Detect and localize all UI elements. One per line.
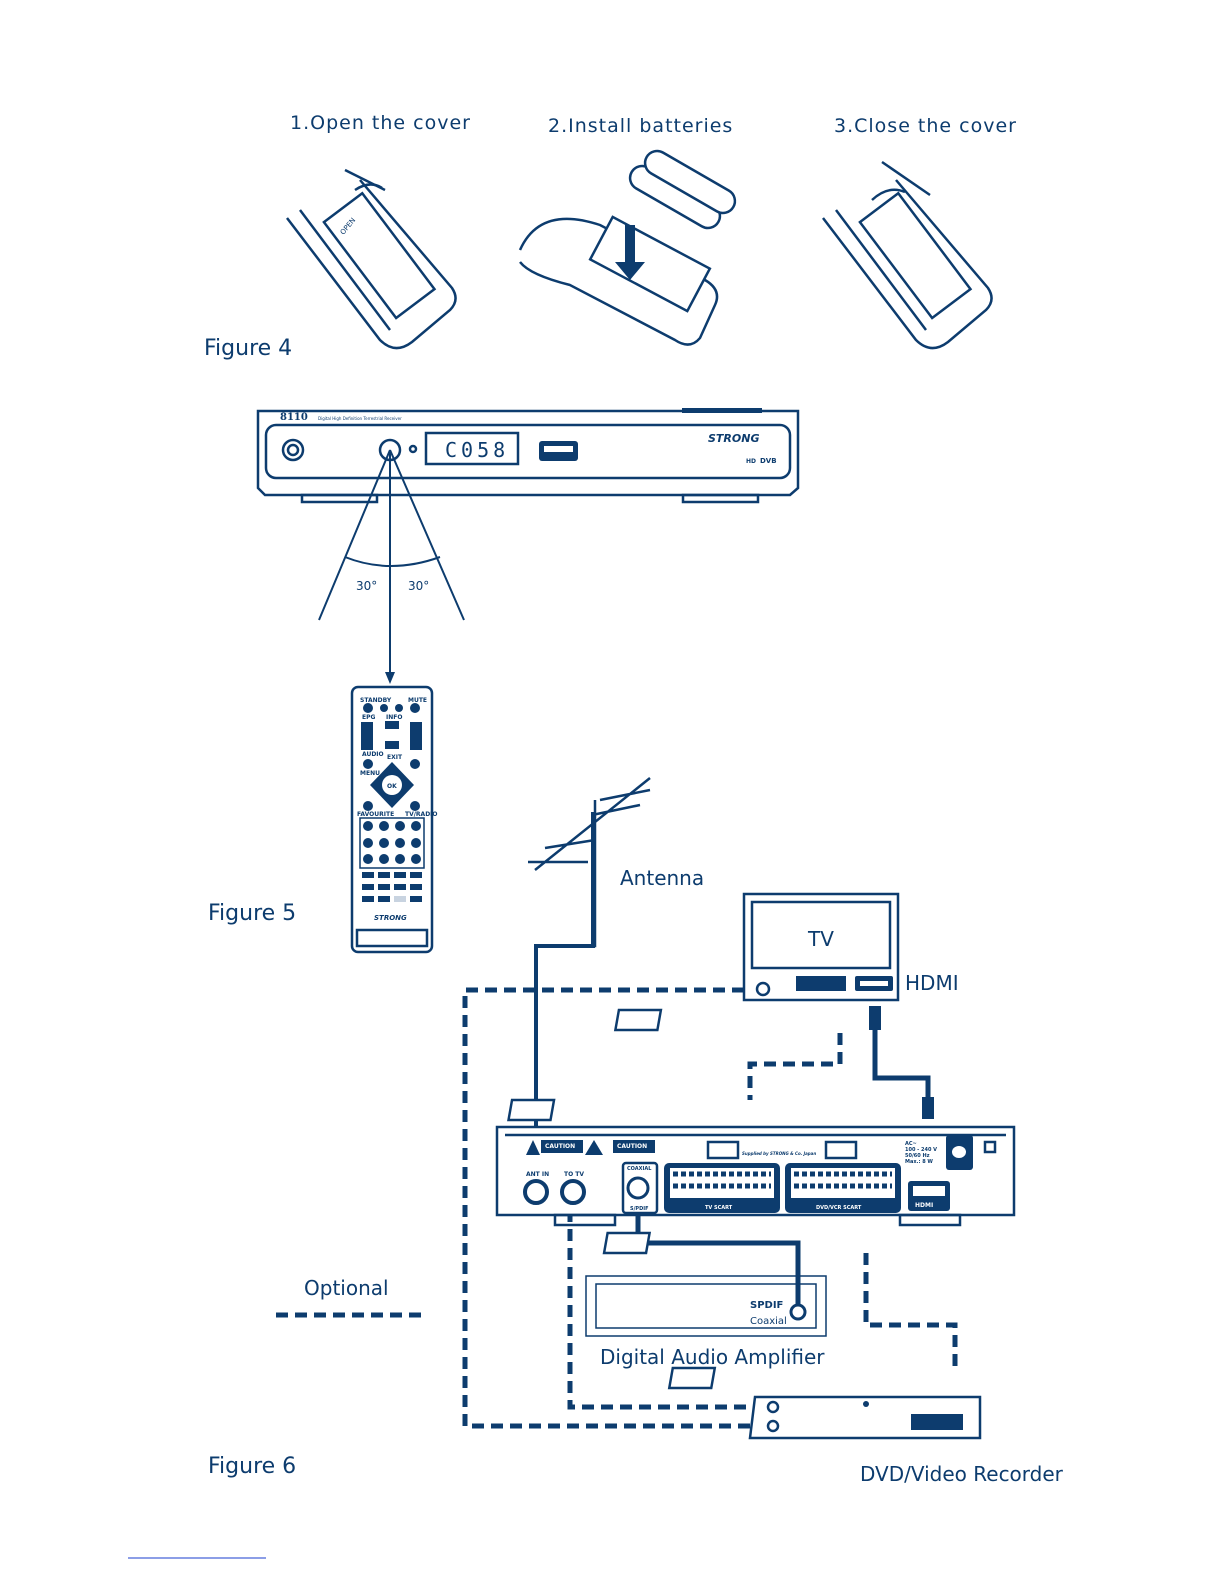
optional-scart-cable xyxy=(747,1033,843,1100)
remote-tvradio-label: TV/RADIO xyxy=(405,811,438,818)
hdmi-label: HDMI xyxy=(905,971,959,995)
power-spec-2: 100 - 240 V xyxy=(905,1147,937,1153)
remote-favourite-label: FAVOURITE xyxy=(357,811,394,818)
tv-illustration: TV xyxy=(742,892,900,1002)
figure-5-title: Figure 5 xyxy=(208,901,296,926)
ir-angle-diagram: 30° 30° xyxy=(318,449,465,684)
coaxial-audio-cable xyxy=(635,1200,801,1305)
amplifier-illustration: SPDIF Coaxial xyxy=(585,1275,827,1337)
figure-4-title: Figure 4 xyxy=(204,336,292,361)
hdmi-cable xyxy=(872,1030,931,1100)
figure-6: Antenna TV HDMI CAUTION xyxy=(208,777,1064,1486)
step-1-caption: 1.Open the cover xyxy=(290,112,471,134)
remote-standby-label: STANDBY xyxy=(360,697,392,704)
display-readout: C058 xyxy=(445,438,509,462)
remote-mute-label: MUTE xyxy=(408,697,427,704)
model-number: 8110 xyxy=(280,412,308,423)
remote-open-cover-illustration: OPEN xyxy=(286,168,457,350)
caution-label-1: CAUTION xyxy=(545,1143,575,1150)
antenna-label: Antenna xyxy=(620,866,704,890)
install-batteries-illustration xyxy=(518,149,737,346)
hdmi-port-label: HDMI xyxy=(915,1202,933,1209)
ok-button-label: OK xyxy=(387,783,397,790)
dvd-recorder-illustration xyxy=(748,1395,982,1440)
amplifier-label: Digital Audio Amplifier xyxy=(600,1345,825,1369)
optional-legend-label: Optional xyxy=(304,1276,389,1300)
dvd-scart-label: DVD/VCR SCART xyxy=(816,1205,862,1211)
remote-info-label: INFO xyxy=(386,714,402,721)
figure-4: 1.Open the cover 2.Install batteries 3.C… xyxy=(204,112,1017,361)
figure-6-title: Figure 6 xyxy=(208,1454,296,1479)
power-spec-1: AC~ xyxy=(905,1141,917,1147)
spdif-label: SPDIF xyxy=(750,1300,783,1311)
to-tv-port xyxy=(560,1179,586,1205)
coaxial-port-label: COAXIAL xyxy=(627,1166,652,1172)
optional-dvd-scart-cable xyxy=(863,1253,958,1368)
tv-label: TV xyxy=(807,927,834,951)
optional-rf-cable xyxy=(462,987,750,1429)
power-spec-3: 50/60 Hz xyxy=(905,1153,930,1159)
remote-epg-label: EPG xyxy=(362,714,375,721)
model-description: Digital High Definition Terrestrial Rece… xyxy=(318,416,402,421)
caution-label-2: CAUTION xyxy=(617,1143,647,1150)
remote-control: OK STANDBY MUTE EPG INFO AUDIO EXIT MENU… xyxy=(350,685,438,954)
coaxial-port xyxy=(626,1176,650,1200)
antenna-illustration xyxy=(528,777,651,1195)
spdif-port-label: S/PDIF xyxy=(630,1206,649,1212)
coaxial-label: Coaxial xyxy=(750,1316,787,1327)
remote-menu-label: MENU xyxy=(360,770,380,777)
remote-close-cover-illustration xyxy=(822,160,993,350)
remote-exit-label: EXIT xyxy=(387,754,403,761)
power-button xyxy=(281,438,305,462)
supplied-by-text: Supplied by STRONG & Co. Japan xyxy=(742,1151,816,1156)
remote-brand: STRONG xyxy=(374,914,407,922)
receiver-front-panel: 8110 Digital High Definition Terrestrial… xyxy=(256,408,800,504)
brand-logo: STRONG xyxy=(708,432,759,445)
angle-right: 30° xyxy=(408,579,429,593)
remote-audio-label: AUDIO xyxy=(362,751,384,758)
figure-5: 8110 Digital High Definition Terrestrial… xyxy=(208,408,800,954)
ant-in-label: ANT IN xyxy=(526,1171,549,1178)
power-spec-4: Max.: 8 W xyxy=(905,1159,933,1165)
dvd-recorder-label: DVD/Video Recorder xyxy=(860,1462,1064,1486)
to-tv-label: TO TV xyxy=(564,1171,584,1178)
ant-in-port xyxy=(523,1179,549,1205)
step-2-caption: 2.Install batteries xyxy=(548,115,733,137)
step-3-caption: 3.Close the cover xyxy=(834,115,1017,137)
angle-left: 30° xyxy=(356,579,377,593)
legend: Optional xyxy=(276,1276,428,1318)
front-display xyxy=(424,431,520,466)
receiver-rear-panel: CAUTION CAUTION ANT IN TO TV COAXIAL S/P… xyxy=(495,1125,1016,1227)
tv-scart-label: TV SCART xyxy=(705,1205,733,1211)
optional-to-tv-cable xyxy=(567,1210,750,1410)
hd-badge: HD xyxy=(746,458,756,465)
dvb-badge: DVB xyxy=(760,457,777,465)
